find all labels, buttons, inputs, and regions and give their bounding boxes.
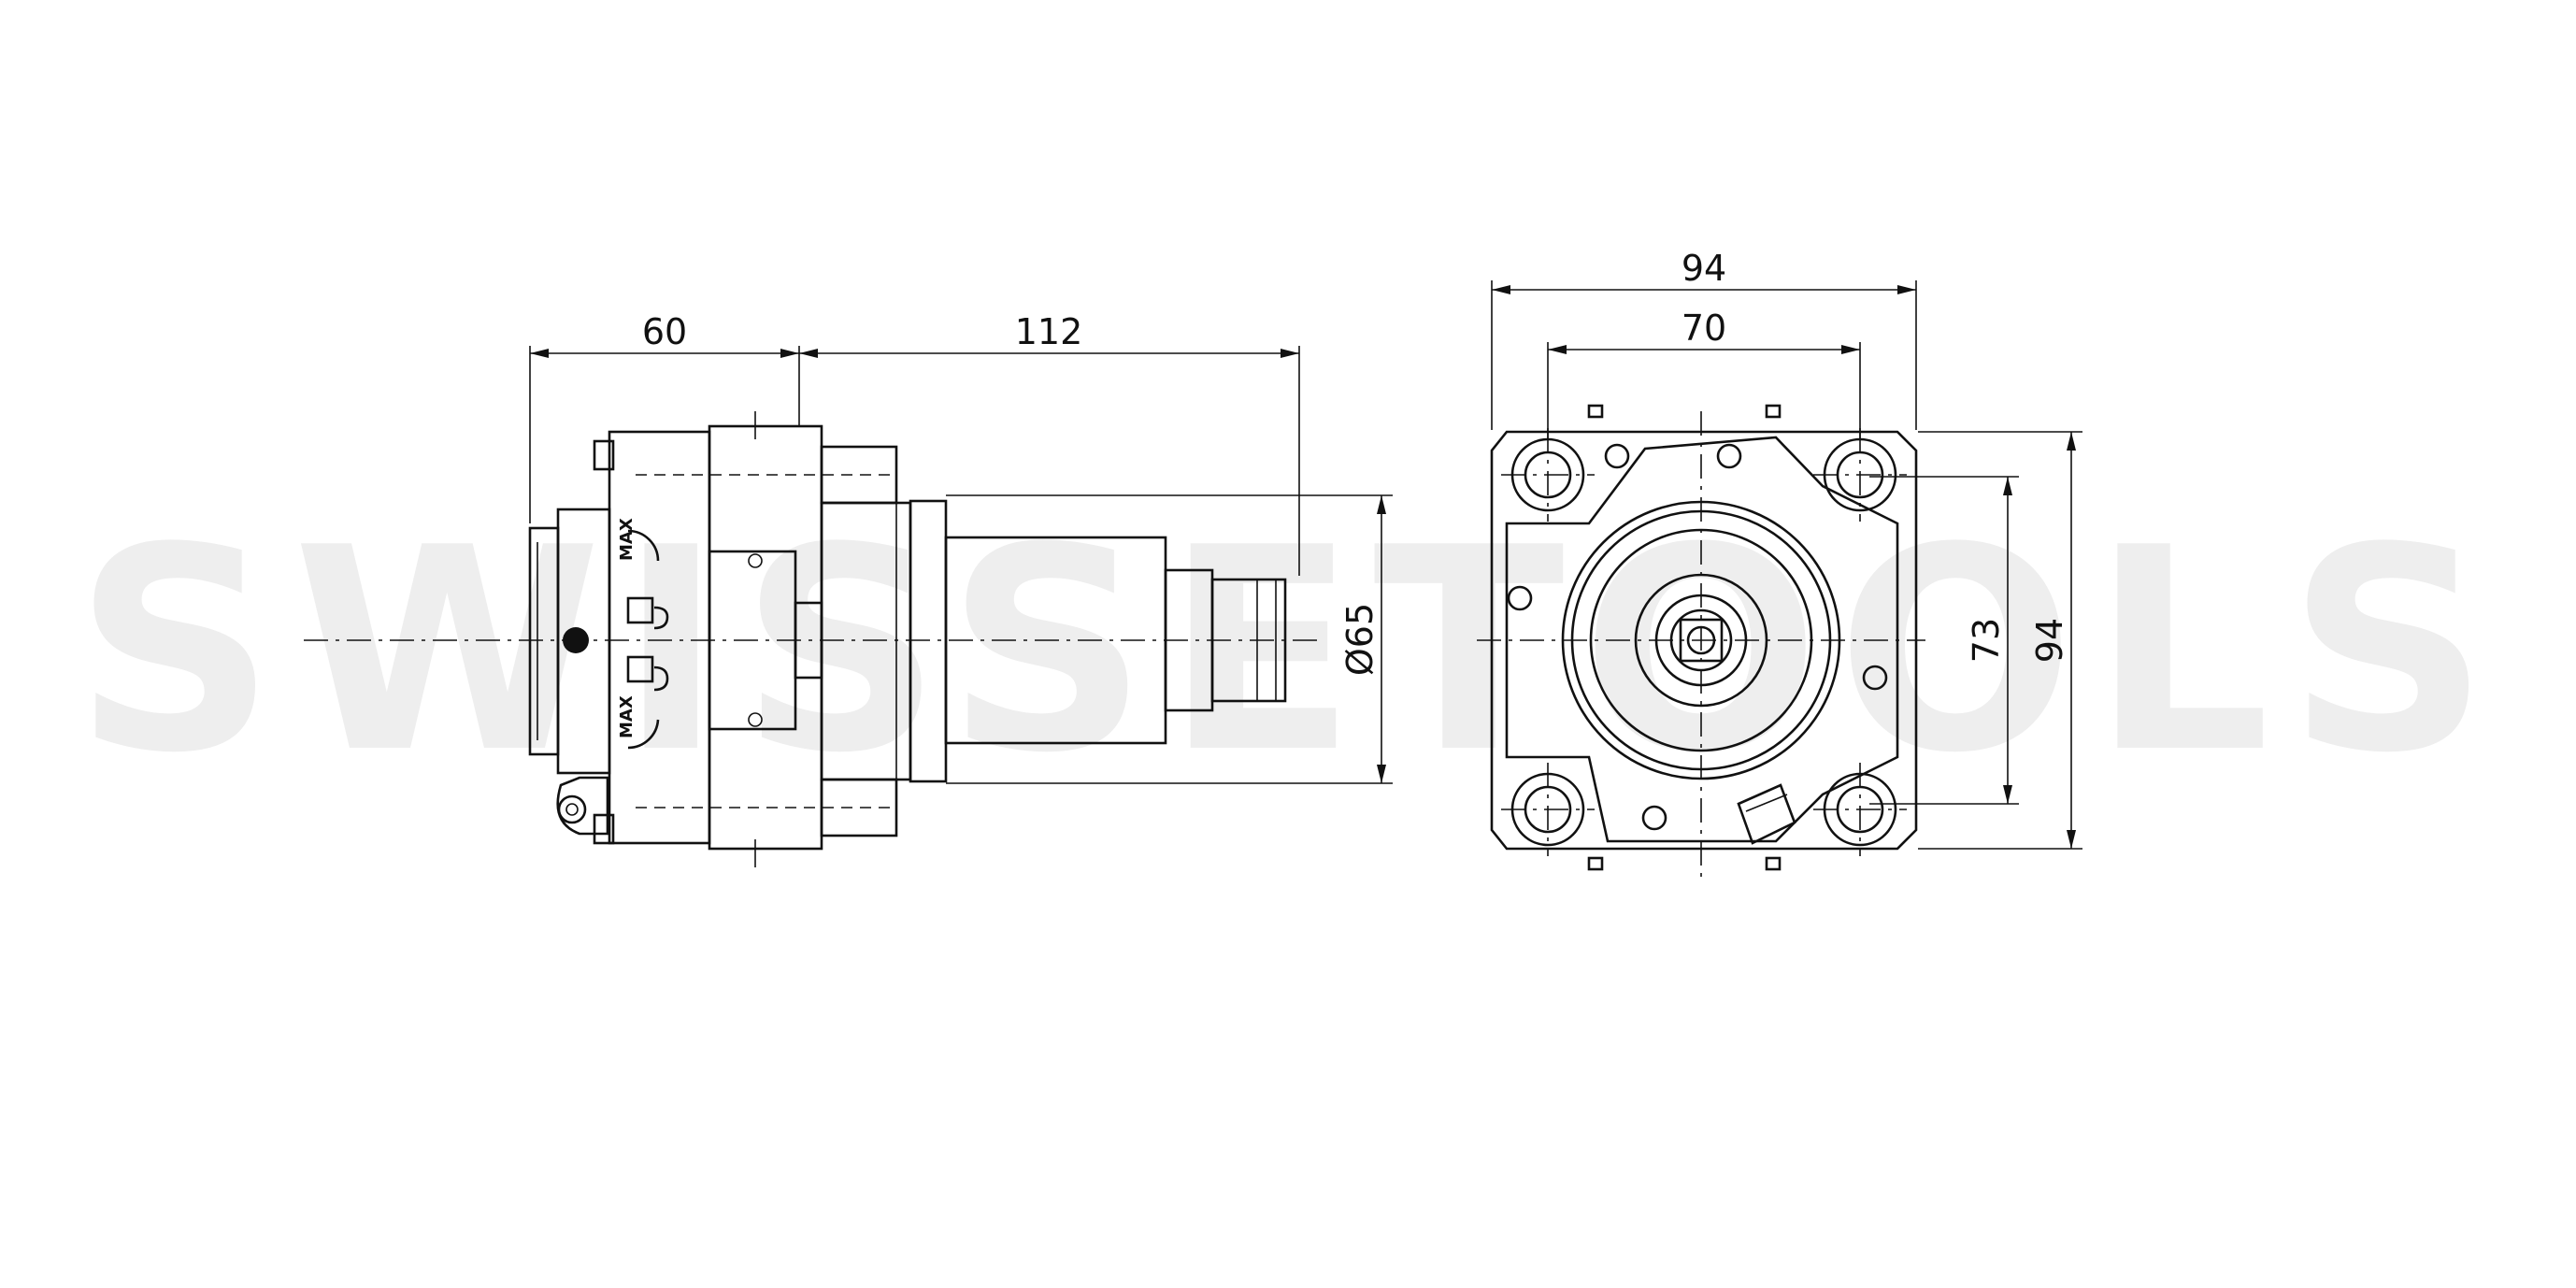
front-view: 94 70 73 94 — [1477, 248, 2082, 879]
spindle-collet — [1634, 573, 1768, 708]
dim-94-width: 94 — [1682, 248, 1726, 289]
coolant-nozzle — [1737, 783, 1796, 845]
lock-icon — [626, 596, 654, 624]
dim-94-height: 94 — [2029, 618, 2070, 663]
rotation-label-top: MAX — [617, 518, 637, 561]
dim-60: 60 — [642, 311, 687, 352]
dim-dia65: Ø65 — [1339, 603, 1381, 676]
rotation-arrow-bottom — [627, 719, 660, 750]
watermark: SWISSETOOLS — [74, 488, 2506, 814]
corner-bolt-bl — [1501, 763, 1595, 856]
lock-screw — [563, 627, 589, 653]
dim-73: 73 — [1966, 618, 2007, 663]
front-plate — [1490, 430, 1918, 851]
dim-112: 112 — [1015, 311, 1083, 352]
unlock-icon — [626, 655, 654, 683]
shank-tip — [1210, 578, 1287, 703]
rotation-label-bottom: MAX — [617, 695, 637, 738]
side-view: MAX MAX 60 11 — [304, 311, 1393, 867]
rotation-arrow-top — [627, 529, 660, 562]
dim-70: 70 — [1682, 308, 1726, 349]
spindle-ring-outer — [1561, 500, 1841, 780]
corner-bolt-br — [1813, 763, 1907, 856]
